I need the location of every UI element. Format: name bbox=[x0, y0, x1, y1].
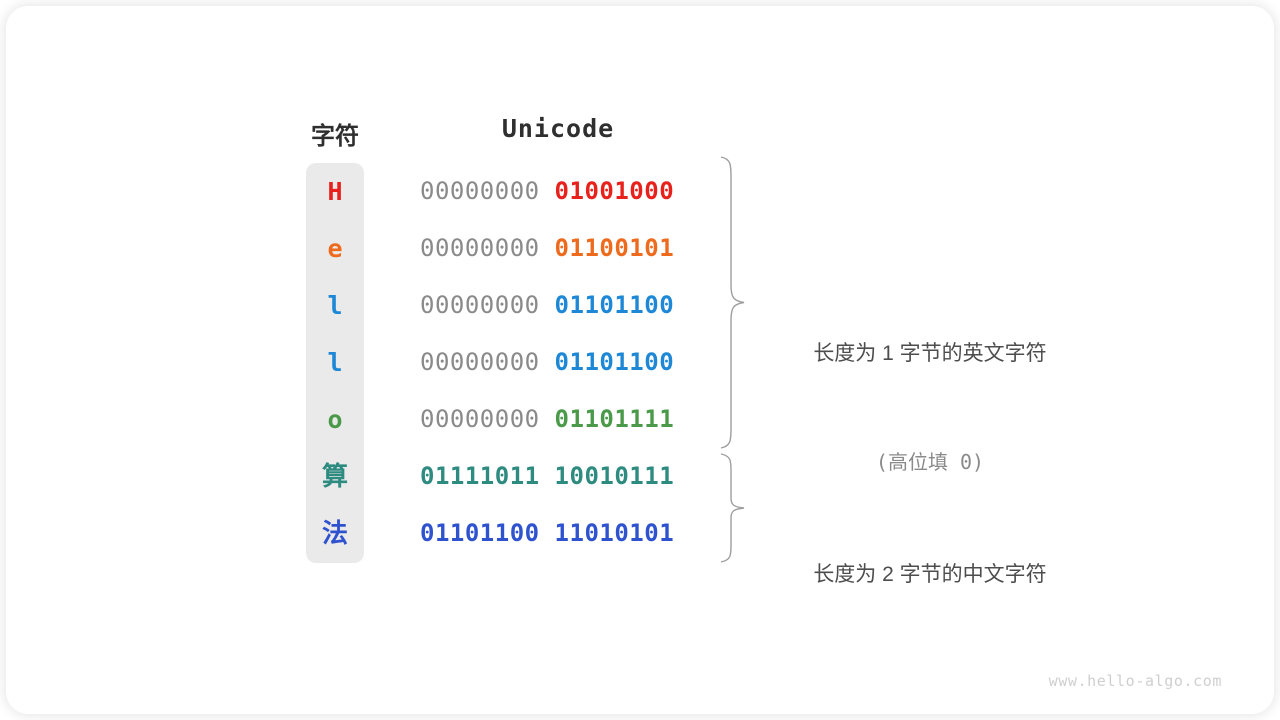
watermark: www.hello-algo.com bbox=[1048, 672, 1222, 690]
unicode-bits-cell: 01101100 11010101 bbox=[420, 505, 700, 562]
high-byte: 00000000 bbox=[420, 234, 540, 262]
annotation-one-byte: 长度为 1 字节的英文字符 (高位填 0) bbox=[760, 264, 1100, 552]
character-column-background bbox=[306, 163, 364, 563]
byte-separator bbox=[540, 462, 555, 490]
byte-separator bbox=[540, 348, 555, 376]
character-cell: o bbox=[327, 405, 343, 434]
high-byte: 00000000 bbox=[420, 405, 540, 433]
diagram-card bbox=[6, 6, 1274, 714]
annotation-two-byte-line1: 长度为 2 字节的中文字符 bbox=[813, 563, 1047, 586]
character-cell: 法 bbox=[321, 518, 348, 548]
character-cell: l bbox=[327, 291, 343, 320]
low-byte: 11010101 bbox=[554, 519, 675, 547]
column-header-unicode: Unicode bbox=[501, 114, 615, 143]
column-header-character: 字符 bbox=[311, 123, 359, 150]
brace-two-byte-group bbox=[720, 453, 745, 563]
unicode-bits-cell: 01111011 10010111 bbox=[420, 448, 700, 505]
character-cell: e bbox=[327, 234, 343, 263]
high-byte: 01111011 bbox=[420, 462, 540, 490]
low-byte: 01001000 bbox=[554, 177, 675, 205]
character-cell: H bbox=[327, 177, 343, 206]
byte-separator bbox=[540, 177, 555, 205]
low-byte: 10010111 bbox=[554, 462, 675, 490]
unicode-bits-cell: 00000000 01101100 bbox=[420, 277, 700, 334]
high-byte: 00000000 bbox=[420, 348, 540, 376]
low-byte: 01101100 bbox=[554, 348, 675, 376]
byte-separator bbox=[540, 291, 555, 319]
low-byte: 01100101 bbox=[554, 234, 675, 262]
brace-one-byte-group bbox=[720, 156, 745, 449]
unicode-bits-cell: 00000000 01100101 bbox=[420, 220, 700, 277]
high-byte: 00000000 bbox=[420, 291, 540, 319]
annotation-one-byte-line2: (高位填 0) bbox=[875, 450, 985, 474]
unicode-bits-cell: 00000000 01101111 bbox=[420, 391, 700, 448]
character-cell: 算 bbox=[321, 461, 348, 491]
unicode-bits-cell: 00000000 01101100 bbox=[420, 334, 700, 391]
annotation-two-byte: 长度为 2 字节的中文字符 bbox=[760, 485, 1100, 665]
byte-separator bbox=[540, 234, 555, 262]
byte-separator bbox=[540, 405, 555, 433]
byte-separator bbox=[540, 519, 555, 547]
high-byte: 00000000 bbox=[420, 177, 540, 205]
low-byte: 01101111 bbox=[554, 405, 675, 433]
low-byte: 01101100 bbox=[554, 291, 675, 319]
high-byte: 01101100 bbox=[420, 519, 540, 547]
annotation-one-byte-line1: 长度为 1 字节的英文字符 bbox=[813, 342, 1047, 365]
character-cell: l bbox=[327, 348, 343, 377]
unicode-bits-cell: 00000000 01001000 bbox=[420, 163, 700, 220]
